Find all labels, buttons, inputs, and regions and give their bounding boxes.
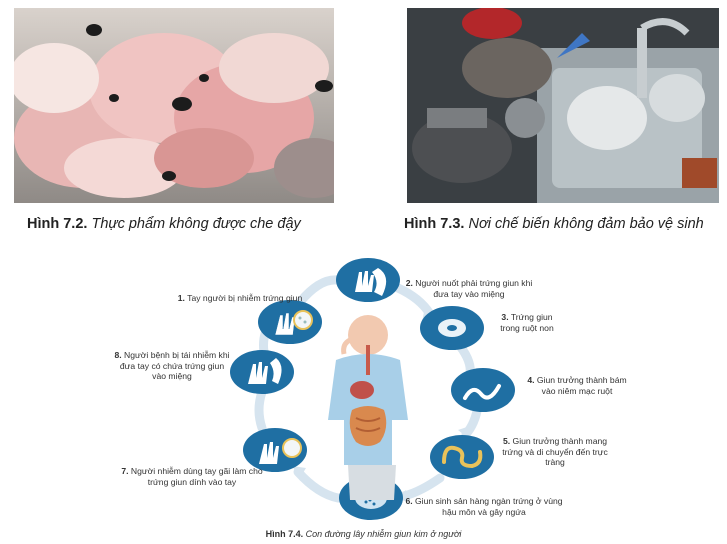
step-1-label: 1. Tay người bị nhiễm trứng giun: [170, 293, 310, 304]
step-8-circle: [230, 350, 294, 394]
figure-7-3-number: Hình 7.3.: [404, 216, 465, 232]
step-5-label: 5. Giun trưởng thành mang trứng và di ch…: [500, 436, 610, 468]
figure-7-3-text: Nơi chế biến không đảm bảo vệ sinh: [468, 216, 704, 232]
pinworm-infection-cycle: 1. Tay người bị nhiễm trứng giun 2. Ngườ…: [0, 240, 727, 544]
step-2-text: Người nuốt phải trứng giun khi đưa tay v…: [415, 278, 533, 299]
step-3-label: 3. Trứng giun trong ruột non: [492, 312, 562, 333]
step-1-number: 1.: [177, 293, 185, 303]
step-6-number: 6.: [405, 496, 413, 506]
step-2-number: 2.: [405, 278, 413, 288]
figure-7-2-text: Thực phẩm không được che đậy: [91, 216, 301, 232]
photo-uncovered-meat: [14, 8, 334, 203]
step-5-text: Giun trưởng thành mang trứng và di chuyể…: [502, 436, 608, 467]
step-1-text: Tay người bị nhiễm trứng giun: [187, 293, 303, 303]
step-7-text: Người nhiễm dùng tay gãi làm cho trứng g…: [130, 466, 263, 487]
meat-flies-illustration: [14, 8, 334, 203]
human-anatomy-figure: [328, 315, 408, 500]
step-8-label: 8. Người bệnh bị tái nhiễm khi đưa tay c…: [112, 350, 232, 382]
cycle-diagram-graphics: [230, 258, 515, 520]
step-5-circle: [430, 435, 494, 479]
step-4-circle: [451, 368, 515, 412]
figure-7-2-number: Hình 7.2.: [27, 216, 88, 232]
step-1-circle: [258, 300, 322, 344]
step-8-number: 8.: [114, 350, 122, 360]
figure-7-3-caption: Hình 7.3. Nơi chế biến không đảm bảo vệ …: [404, 216, 704, 232]
step-4-label: 4. Giun trưởng thành bám vào niêm mạc ru…: [522, 375, 632, 396]
figure-7-2-caption: Hình 7.2. Thực phẩm không được che đậy: [27, 216, 301, 232]
figure-7-4-number: Hình 7.4.: [265, 529, 304, 539]
step-4-number: 4.: [527, 375, 535, 385]
step-7-number: 7.: [121, 466, 129, 476]
step-4-text: Giun trưởng thành bám vào niêm mạc ruột: [536, 375, 627, 396]
step-7-circle: [243, 428, 307, 472]
step-3-circle: [420, 306, 484, 350]
photo-dirty-sink: [407, 8, 719, 203]
step-3-text: Trứng giun trong ruột non: [500, 312, 554, 333]
step-8-text: Người bệnh bị tái nhiễm khi đưa tay có c…: [119, 350, 230, 381]
figure-7-4-caption: Hình 7.4. Con đường lây nhiễm giun kim ở…: [0, 529, 727, 539]
step-6-label: 6. Giun sinh sản hàng ngàn trứng ở vùng …: [404, 496, 564, 517]
step-3-number: 3.: [501, 312, 509, 322]
figure-7-4-text: Con đường lây nhiễm giun kim ở người: [305, 529, 462, 539]
step-6-text: Giun sinh sản hàng ngàn trứng ở vùng hậu…: [415, 496, 563, 517]
step-7-label: 7. Người nhiễm dùng tay gãi làm cho trứn…: [112, 466, 272, 487]
dirty-sink-illustration: [407, 8, 719, 203]
step-2-label: 2. Người nuốt phải trứng giun khi đưa ta…: [404, 278, 534, 299]
step-2-circle: [336, 258, 400, 302]
step-5-number: 5.: [502, 436, 511, 446]
